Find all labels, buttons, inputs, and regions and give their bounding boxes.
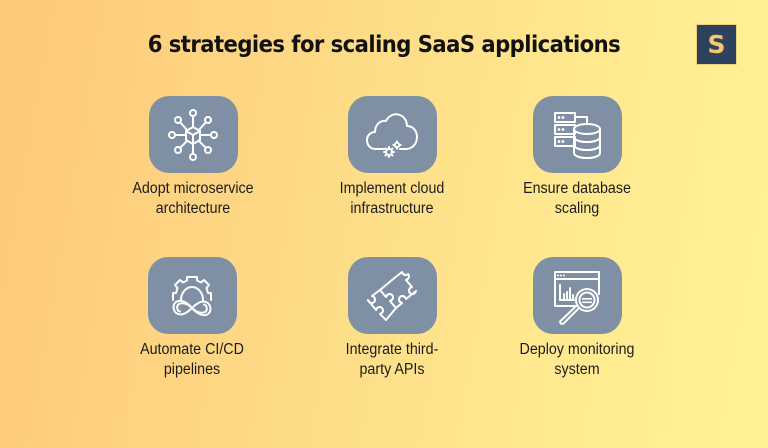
strategy-label: Deploy monitoring system bbox=[519, 341, 635, 378]
strategy-label: Implement cloud infrastructure bbox=[339, 180, 445, 217]
cloud-gears-icon bbox=[366, 112, 418, 158]
icon-tile bbox=[147, 257, 237, 334]
microservice-network-icon bbox=[168, 108, 218, 161]
strategy-label: Adopt microservice architecture bbox=[132, 180, 254, 217]
icon-tile bbox=[347, 96, 437, 173]
strategy-label: Ensure database scaling bbox=[523, 180, 631, 217]
icon-tile bbox=[532, 257, 622, 334]
strategy-cicd: Automate CI/CD pipelines bbox=[92, 257, 292, 379]
icon-tile bbox=[148, 96, 238, 173]
gear-infinity-icon bbox=[172, 275, 212, 316]
strategy-label: Automate CI/CD pipelines bbox=[140, 341, 244, 378]
logo-letter: S bbox=[707, 30, 726, 59]
puzzle-pieces-icon bbox=[367, 270, 417, 321]
strategy-label: Integrate third- party APIs bbox=[345, 341, 439, 378]
brand-logo: S bbox=[697, 25, 736, 64]
icon-tile bbox=[347, 257, 437, 334]
strategy-cloud: Implement cloud infrastructure bbox=[292, 96, 492, 218]
icon-tile bbox=[532, 96, 622, 173]
strategy-database: Ensure database scaling bbox=[477, 96, 677, 218]
database-servers-icon bbox=[554, 111, 601, 159]
strategy-microservices: Adopt microservice architecture bbox=[93, 96, 293, 218]
strategy-apis: Integrate third- party APIs bbox=[292, 257, 492, 379]
page-title: 6 strategies for scaling SaaS applicatio… bbox=[147, 32, 621, 58]
strategy-monitoring: Deploy monitoring system bbox=[477, 257, 677, 379]
monitoring-magnifier-icon bbox=[554, 270, 600, 325]
